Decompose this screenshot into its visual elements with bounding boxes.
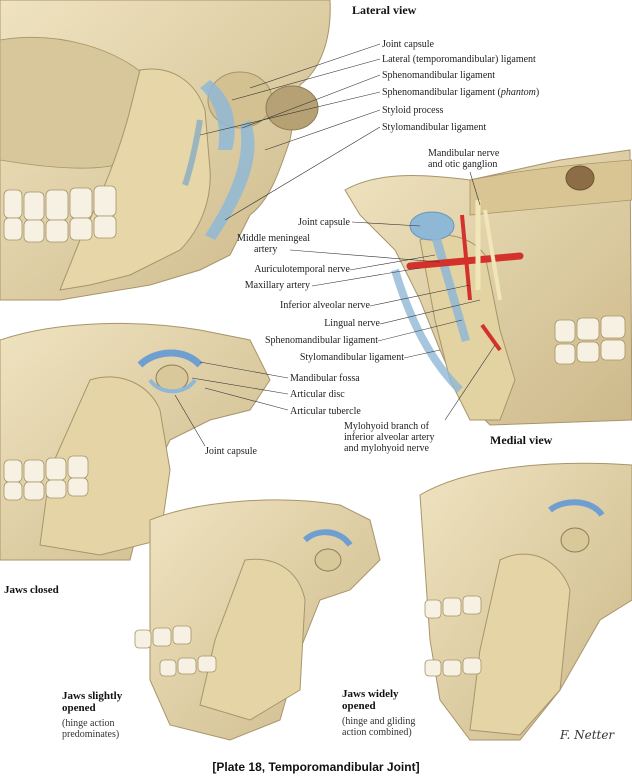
panel-title-slightly-2: opened bbox=[62, 702, 96, 714]
label-sphenomandibular-phantom: Sphenomandibular ligament (phantom) bbox=[382, 87, 540, 98]
panel-sub-widely-2: action combined) bbox=[342, 727, 412, 738]
label-stylomandibular-medial: Stylomandibular ligament bbox=[299, 352, 404, 363]
label-joint-capsule-closed: Joint capsule bbox=[205, 446, 257, 457]
label-joint-capsule-medial: Joint capsule bbox=[298, 217, 350, 228]
panel-title-widely-1: Jaws widely bbox=[342, 688, 399, 700]
medial-view-title: Medial view bbox=[490, 433, 553, 447]
label-sphenomandibular-lateral: Sphenomandibular ligament bbox=[382, 70, 496, 81]
label-mylohyoid-2: inferior alveolar artery bbox=[344, 432, 435, 443]
label-mylohyoid-3: and mylohyoid nerve bbox=[344, 443, 429, 454]
label-maxillary-artery: Maxillary artery bbox=[244, 280, 310, 291]
label-sphenomandibular-medial: Sphenomandibular ligament bbox=[264, 335, 378, 346]
jaws-widely-opened-illustration bbox=[419, 462, 632, 741]
panel-sub-widely-1: (hinge and gliding bbox=[342, 716, 416, 727]
lateral-view-title: Lateral view bbox=[352, 3, 417, 17]
label-middle-meningeal-2: artery bbox=[254, 244, 278, 255]
jaws-slightly-opened-illustration bbox=[134, 499, 381, 741]
panel-sub-slightly-2: predominates) bbox=[62, 729, 120, 740]
artist-signature: F. Netter bbox=[560, 728, 615, 742]
label-middle-meningeal-1: Middle meningeal bbox=[236, 233, 310, 244]
plate-caption: [Plate 18, Temporomandibular Joint] bbox=[212, 760, 420, 774]
label-styloid-process: Styloid process bbox=[382, 105, 444, 116]
panel-title-jaws-closed: Jaws closed bbox=[4, 584, 59, 596]
label-lingual-nerve: Lingual nerve bbox=[324, 318, 380, 329]
panel-title-widely-2: opened bbox=[342, 700, 376, 712]
label-mandibular-nerve-2: and otic ganglion bbox=[428, 159, 498, 170]
label-articular-disc: Articular disc bbox=[290, 389, 345, 400]
panel-title-slightly-1: Jaws slightly bbox=[62, 690, 123, 702]
label-inferior-alveolar-nerve: Inferior alveolar nerve bbox=[280, 300, 370, 311]
panel-sub-slightly-1: (hinge action bbox=[62, 718, 115, 729]
label-mylohyoid-1: Mylohyoid branch of bbox=[344, 421, 429, 432]
label-lateral-ligament: Lateral (temporomandibular) ligament bbox=[382, 54, 536, 65]
lateral-view-skull bbox=[0, 0, 381, 301]
label-articular-tubercle: Articular tubercle bbox=[290, 406, 361, 417]
jaws-closed-illustration bbox=[0, 322, 289, 561]
label-stylomandibular-lateral: Stylomandibular ligament bbox=[382, 122, 487, 133]
label-mandibular-fossa: Mandibular fossa bbox=[290, 373, 360, 384]
label-joint-capsule-lateral: Joint capsule bbox=[382, 39, 434, 50]
medial-view-skull bbox=[289, 149, 632, 426]
label-auriculotemporal-nerve: Auriculotemporal nerve bbox=[254, 264, 350, 275]
label-mandibular-nerve-1: Mandibular nerve bbox=[428, 148, 500, 159]
